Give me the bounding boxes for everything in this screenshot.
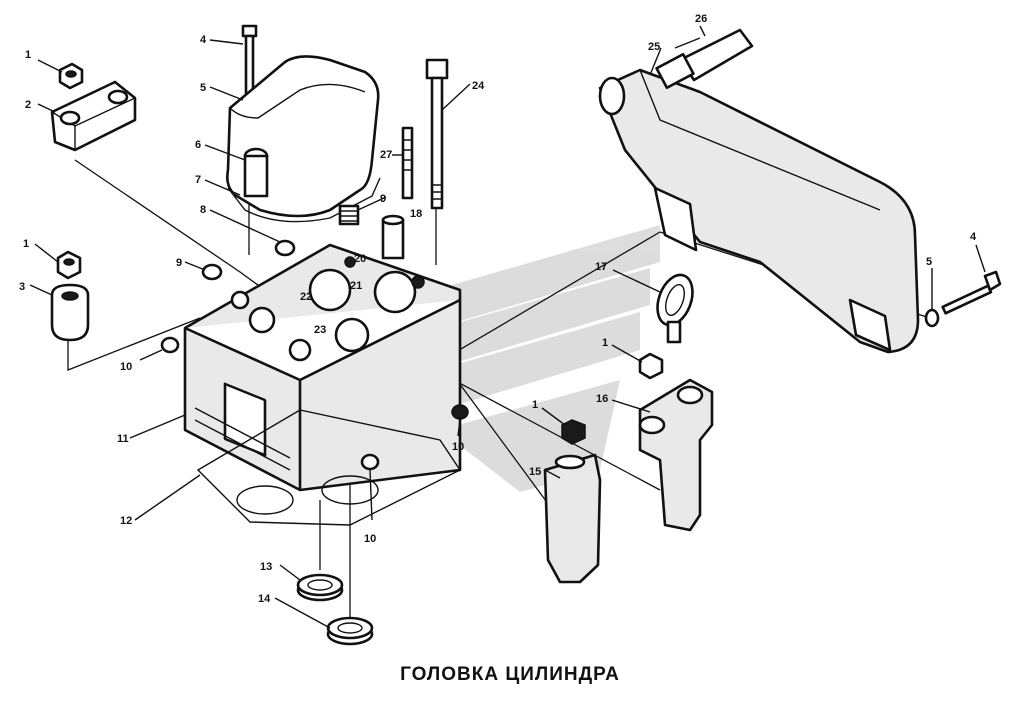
callout-18: 18 (410, 208, 422, 220)
injector-part-20 (381, 214, 405, 260)
callout-10-bottom: 10 (364, 533, 376, 545)
callout-10-left: 10 (120, 361, 132, 373)
exhaust-manifold-part-25 (598, 68, 920, 354)
callout-14: 14 (258, 593, 271, 605)
diagram-caption: ГОЛОВКА ЦИЛИНДРА (400, 664, 620, 685)
callout-1-right: 1 (602, 337, 608, 349)
callout-25: 25 (648, 41, 660, 53)
callout-22: 22 (300, 291, 312, 303)
callout-11: 11 (117, 433, 129, 445)
callout-15: 15 (529, 466, 541, 478)
ring-part-14 (326, 616, 374, 646)
nut-part-1-left (56, 250, 82, 280)
stud-part-27 (401, 126, 414, 200)
plug-part-10-b (360, 453, 380, 471)
nut-part-1-top (58, 62, 84, 90)
callout-labels: 1 2 1 3 4 5 6 7 8 9 9 27 18 24 20 21 22 … (19, 13, 977, 605)
callout-7: 7 (195, 174, 201, 186)
plug-part-8 (274, 239, 296, 257)
bracket-part-2 (50, 80, 137, 152)
callout-17: 17 (595, 261, 607, 273)
callout-20: 20 (354, 253, 366, 265)
leader-lines (29, 25, 986, 629)
callout-26: 26 (695, 13, 707, 25)
callout-2: 2 (25, 99, 31, 111)
plug-part-9-left (201, 263, 223, 281)
callout-3: 3 (19, 281, 25, 293)
gasket-part-7 (227, 177, 381, 223)
valve-cover-part-6 (226, 55, 380, 218)
callout-9-left: 9 (176, 257, 182, 269)
sleeve-part-3 (50, 283, 90, 342)
callout-21: 21 (350, 280, 362, 292)
callout-1-left: 1 (23, 238, 29, 250)
nut-part-1-center (561, 419, 586, 445)
callout-5: 5 (200, 82, 206, 94)
callout-4-right: 4 (970, 231, 977, 243)
callout-1-center: 1 (532, 399, 538, 411)
callout-4-bolt: 4 (200, 34, 207, 46)
callout-16: 16 (596, 393, 608, 405)
callout-5-right: 5 (926, 256, 932, 268)
bracket-part-16 (638, 378, 714, 532)
callout-9-top: 9 (380, 193, 386, 205)
long-bolt-part-24 (425, 58, 449, 210)
callout-1-top: 1 (25, 49, 31, 61)
plug-part-10-a (451, 404, 469, 420)
callout-6: 6 (195, 139, 201, 151)
sensor-part-26 (655, 28, 754, 90)
nut-part-1-right (638, 352, 664, 380)
support-part-15 (543, 453, 602, 584)
bolt-part-4-right (924, 270, 1002, 328)
spring-part-9-top (338, 204, 360, 226)
callout-13: 13 (260, 561, 272, 573)
eye-bolt-part-17 (656, 273, 694, 344)
callout-8: 8 (200, 204, 206, 216)
callout-27: 27 (380, 149, 392, 161)
callout-24: 24 (472, 80, 485, 92)
callout-12: 12 (120, 515, 132, 527)
callout-23: 23 (314, 324, 326, 336)
head-gasket-part-12 (196, 409, 462, 526)
plug-part-10-c (160, 336, 180, 354)
cylinder-head-part-11 (183, 243, 462, 492)
callout-10-right: 10 (452, 441, 464, 453)
ring-part-13 (296, 573, 344, 602)
